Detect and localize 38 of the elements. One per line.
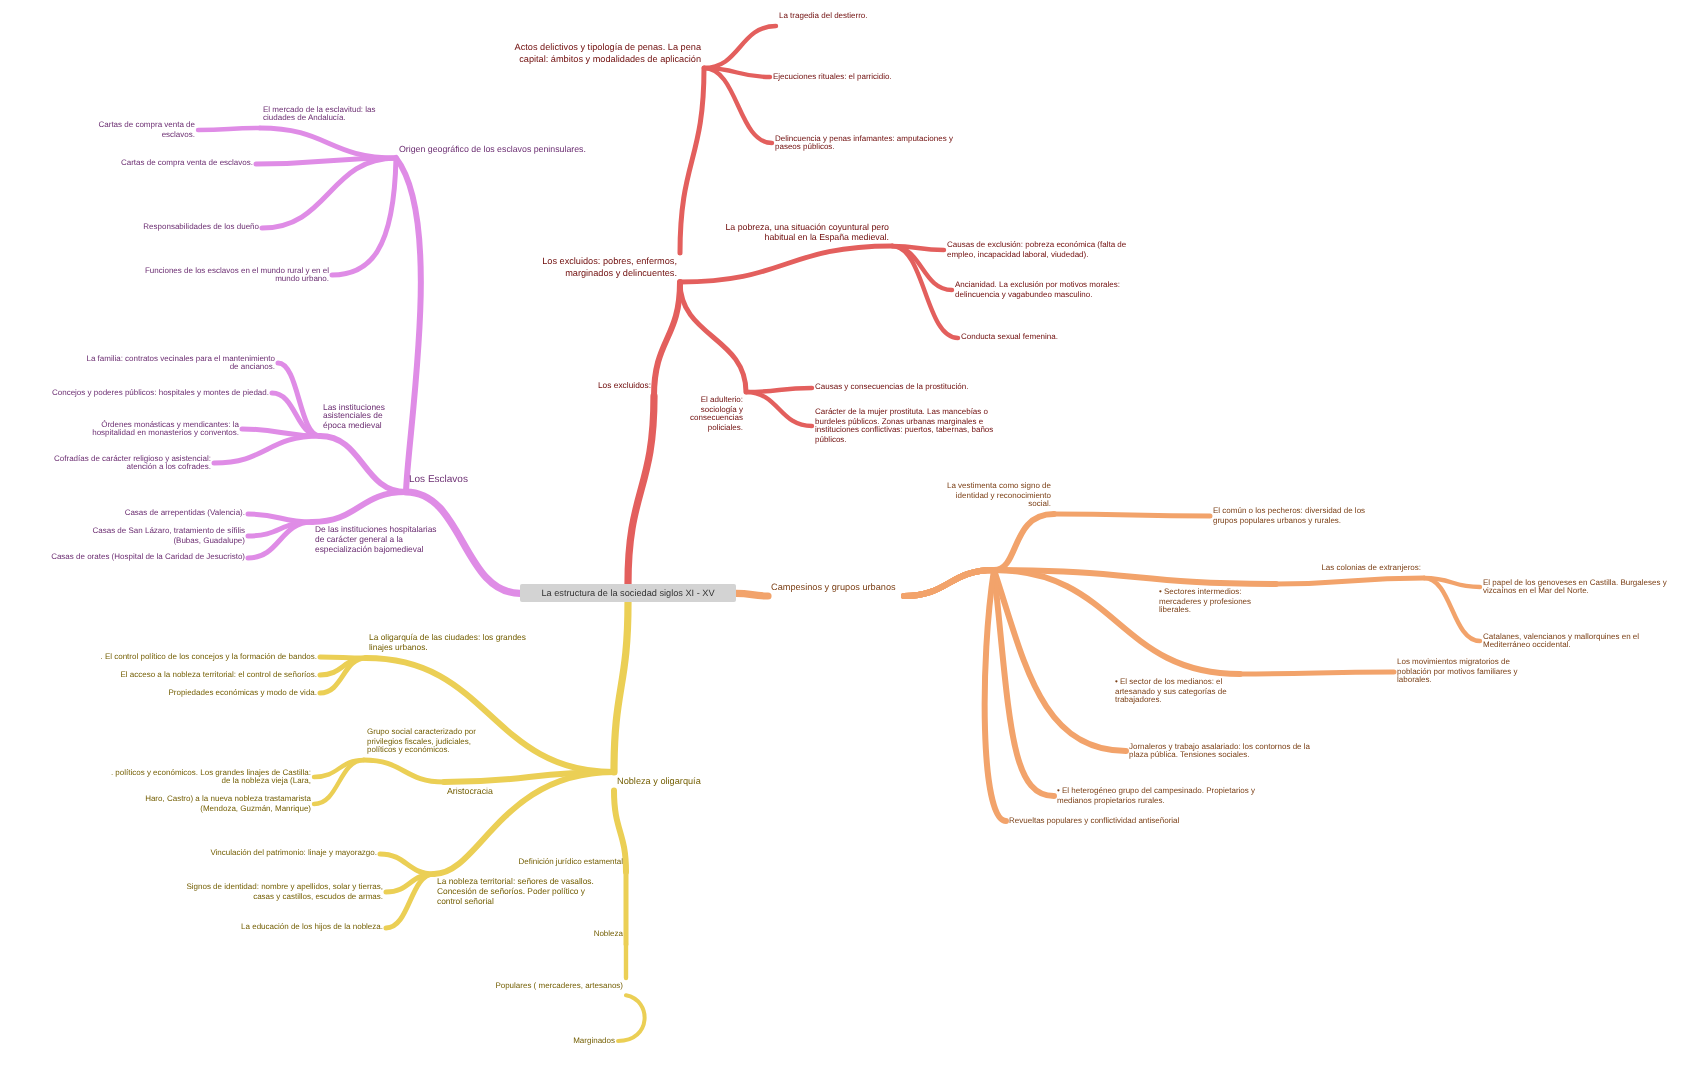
branch-line [402, 488, 524, 597]
branch-line [623, 869, 629, 947]
branch-line [259, 155, 399, 231]
branch-line [677, 65, 707, 256]
branch-line [309, 489, 409, 525]
branch-line [1051, 511, 1213, 519]
branch-line [677, 279, 749, 395]
branch-line [257, 125, 399, 161]
branch-line [245, 511, 315, 525]
branch-line [275, 360, 323, 439]
branch-line [383, 871, 437, 931]
branch-line [239, 426, 323, 439]
branch-line [701, 65, 775, 146]
branch-line [1421, 575, 1483, 644]
branch-line [677, 243, 895, 285]
branch-line [1237, 669, 1397, 677]
branch-line [624, 392, 658, 588]
branch-line [651, 279, 683, 399]
branch-line [431, 769, 617, 877]
branch-line [623, 941, 629, 981]
branch-line [743, 389, 815, 429]
branch-line [317, 655, 369, 696]
branch-line [901, 567, 1009, 824]
branch-line [616, 993, 647, 1043]
branch-line [1273, 575, 1427, 587]
branch-line [211, 433, 323, 466]
branch-line [311, 757, 367, 807]
branch-line [393, 155, 424, 495]
branch-line [195, 125, 263, 133]
branch-line [611, 787, 629, 875]
branch-line [317, 654, 369, 661]
branch-line [610, 598, 632, 776]
branch-line [329, 155, 399, 278]
branch-line [732, 589, 772, 600]
branch-line [245, 519, 315, 561]
branch-line [889, 243, 961, 341]
branch-line [377, 851, 437, 877]
branch-line [361, 757, 447, 785]
